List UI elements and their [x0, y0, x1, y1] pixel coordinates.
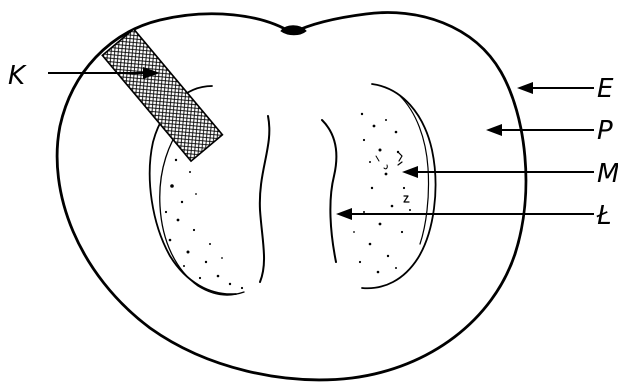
label-k: K: [8, 61, 27, 91]
leader-l: [336, 208, 594, 220]
leader-m: [402, 166, 594, 178]
hatched-strip: [102, 29, 222, 161]
leader-k: [48, 67, 160, 79]
leader-p: [486, 124, 594, 136]
right-locule: [322, 84, 436, 288]
label-p: P: [597, 116, 613, 146]
label-e: E: [597, 74, 614, 104]
label-l: Ł: [596, 201, 612, 231]
leader-e: [517, 82, 594, 94]
label-m: M: [597, 159, 618, 189]
